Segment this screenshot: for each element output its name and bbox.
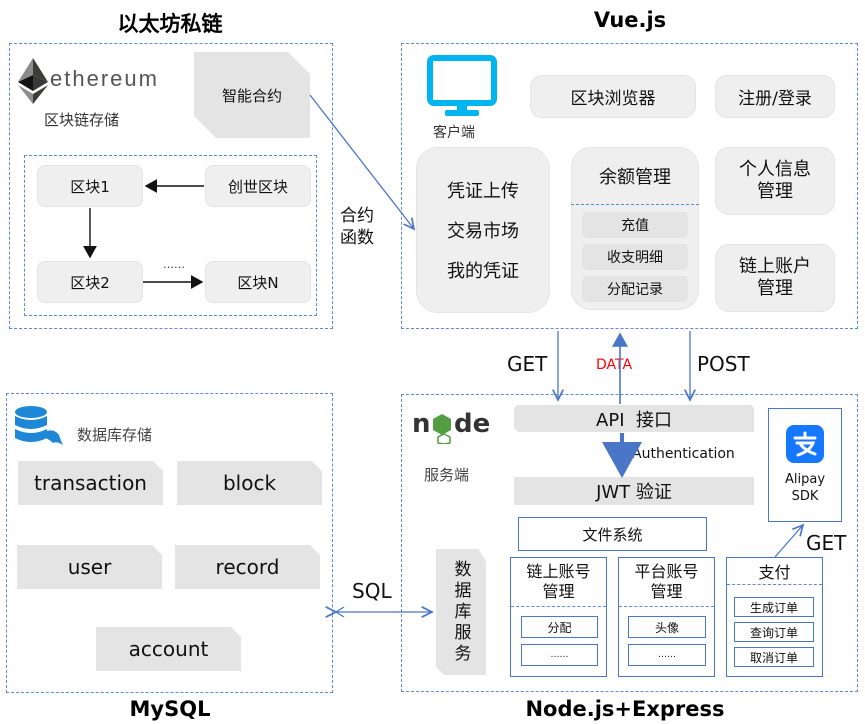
block-n[interactable]: 区块N	[205, 261, 311, 303]
transaction-detail-item[interactable]: 收支明细	[582, 244, 688, 270]
table-block[interactable]: block	[177, 461, 322, 505]
block-1[interactable]: 区块1	[37, 165, 143, 207]
block-1-label: 区块1	[70, 177, 110, 196]
database-storage-label: 数据库存储	[77, 426, 153, 444]
table-record[interactable]: record	[175, 545, 320, 589]
sql-arrow-left-head	[334, 606, 345, 618]
ethereum-title: 以太坊私链	[117, 12, 223, 36]
block-2[interactable]: 区块2	[37, 261, 143, 303]
server-label: 服务端	[424, 466, 470, 484]
payment-module-title: 支付	[758, 563, 791, 582]
balance-management-card: 余额管理 充值 收支明细 分配记录	[571, 147, 699, 310]
chain-account-more-item[interactable]: ……	[521, 644, 598, 666]
table-transaction-label: transaction	[34, 471, 147, 495]
register-login-button[interactable]: 注册/登录	[715, 75, 835, 118]
file-system-box[interactable]: 文件系统	[518, 517, 707, 551]
client-label: 客户端	[433, 125, 475, 141]
mysql-title: MySQL	[129, 697, 211, 721]
http-post-label: POST	[697, 352, 750, 376]
query-order-item[interactable]: 查询订单	[734, 622, 814, 642]
allocation-record-item[interactable]: 分配记录	[582, 276, 688, 302]
block-ellipsis: ……	[163, 258, 185, 271]
chain-account-module-title: 链上账号 管理	[526, 562, 591, 601]
create-order-item[interactable]: 生成订单	[734, 597, 814, 617]
block-2-label: 区块2	[70, 273, 110, 292]
node-panel	[401, 394, 858, 692]
chain-account-module: 链上账号 管理 分配 ……	[510, 557, 607, 677]
table-user[interactable]: user	[17, 545, 162, 589]
recharge-item[interactable]: 充值	[582, 212, 688, 238]
alipay-icon	[786, 425, 824, 463]
alipay-sdk-box[interactable]: Alipay SDK	[768, 408, 842, 522]
platform-account-module-title: 平台账号 管理	[634, 562, 699, 601]
block-n-label: 区块N	[237, 273, 279, 292]
table-record-label: record	[215, 555, 280, 579]
file-system-label: 文件系统	[582, 525, 643, 544]
smart-contract-box[interactable]: 智能合约	[194, 52, 310, 138]
svg-text:de: de	[454, 409, 490, 439]
platform-account-module: 平台账号 管理 头像 ……	[618, 557, 715, 677]
sql-label: SQL	[352, 579, 392, 603]
ethereum-logo-icon	[18, 58, 48, 104]
cancel-order-item[interactable]: 取消订单	[734, 647, 814, 667]
voucher-upload-item[interactable]: 凭证上传	[447, 181, 519, 202]
genesis-block[interactable]: 创世区块	[205, 165, 311, 207]
block-explorer-label: 区块浏览器	[570, 89, 656, 109]
allocate-item[interactable]: 分配	[521, 616, 598, 638]
database-service-label: 数据库服务	[450, 559, 471, 665]
node-title: Node.js+Express	[525, 697, 725, 721]
client-monitor-icon	[427, 55, 497, 117]
jwt-verify-label: JWT 验证	[596, 482, 672, 503]
trading-market-item[interactable]: 交易市场	[447, 221, 519, 242]
nodejs-logo-icon: n de	[412, 408, 496, 445]
mysql-database-icon	[13, 405, 65, 449]
voucher-menu-card: 凭证上传 交易市场 我的凭证	[416, 147, 550, 313]
table-block-label: block	[222, 471, 277, 495]
avatar-item[interactable]: 头像	[628, 616, 706, 638]
register-login-label: 注册/登录	[738, 89, 812, 109]
profile-management-label: 个人信息 管理	[739, 159, 811, 202]
database-service-box[interactable]: 数据库服务	[436, 549, 486, 675]
table-user-label: user	[67, 555, 112, 579]
table-transaction[interactable]: transaction	[18, 461, 163, 505]
svg-text:n: n	[412, 409, 431, 439]
alipay-sdk-label: Alipay SDK	[784, 472, 826, 504]
block-chain-panel	[24, 155, 317, 316]
profile-management-button[interactable]: 个人信息 管理	[715, 147, 835, 215]
my-vouchers-item[interactable]: 我的凭证	[447, 261, 519, 282]
blockchain-storage-label: 区块链存储	[44, 111, 120, 129]
api-interface-label: API 接口	[596, 409, 672, 431]
alipay-get-label: GET	[806, 531, 847, 555]
chain-account-management-label: 链上账户 管理	[739, 256, 811, 299]
http-data-label: DATA	[596, 357, 633, 373]
table-account-label: account	[128, 637, 209, 661]
contract-function-label: 合约 函数	[340, 206, 374, 248]
jwt-verify-bar[interactable]: JWT 验证	[514, 477, 754, 505]
block-explorer-button[interactable]: 区块浏览器	[530, 75, 696, 118]
payment-module: 支付 生成订单 查询订单 取消订单	[726, 557, 823, 677]
vue-title: Vue.js	[593, 8, 667, 32]
chain-account-management-button[interactable]: 链上账户 管理	[715, 244, 835, 312]
ethereum-wordmark: ethereum	[50, 66, 159, 91]
balance-management-title: 余额管理	[599, 167, 671, 188]
smart-contract-label: 智能合约	[221, 86, 282, 105]
genesis-block-label: 创世区块	[227, 177, 288, 196]
api-interface-bar[interactable]: API 接口	[514, 405, 754, 432]
http-get-label: GET	[507, 352, 548, 376]
mysql-panel	[6, 393, 333, 693]
platform-account-more-item[interactable]: ……	[628, 644, 706, 666]
table-account[interactable]: account	[96, 627, 241, 671]
authentication-label: Authentication	[632, 446, 735, 462]
